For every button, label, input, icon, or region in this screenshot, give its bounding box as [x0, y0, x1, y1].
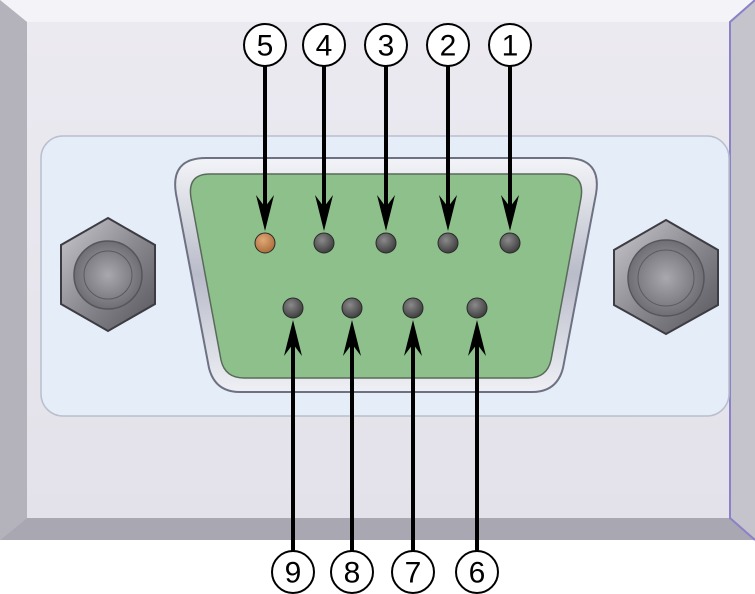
pin-number-text: 2 [440, 30, 457, 63]
pointer-arrow-top-1 [315, 66, 333, 231]
pin-top-2 [375, 232, 397, 254]
pin-number-label-bottom-3: 6 [455, 550, 499, 594]
left-hex-standoff [60, 216, 156, 333]
pointer-arrow-top-4 [501, 66, 519, 231]
pointer-arrow-bottom-2 [404, 320, 422, 551]
pin-number-text: 5 [257, 30, 274, 63]
pointer-arrow-top-0 [256, 66, 274, 231]
pin-number-label-top-4: 1 [488, 23, 532, 67]
pin-bottom-3 [466, 297, 488, 319]
pointer-arrow-bottom-1 [343, 320, 361, 551]
pin-number-label-top-3: 2 [426, 23, 470, 67]
pointer-arrow-bottom-0 [284, 320, 302, 551]
pin-bottom-2 [402, 297, 424, 319]
pin-bottom-1 [341, 297, 363, 319]
pin-number-label-top-1: 4 [302, 23, 346, 67]
pin-top-4 [499, 232, 521, 254]
right-hex-standoff [613, 218, 719, 336]
pin-number-label-bottom-2: 7 [391, 550, 435, 594]
pin-top-0 [254, 232, 276, 254]
pointer-arrow-bottom-3 [468, 320, 486, 551]
pin-top-1 [313, 232, 335, 254]
pin-number-text: 1 [502, 30, 519, 63]
pin-number-text: 9 [285, 557, 302, 590]
pin-number-text: 3 [378, 30, 395, 63]
pin-number-label-top-0: 5 [243, 23, 287, 67]
pin-top-3 [437, 232, 459, 254]
pin-bottom-0 [282, 297, 304, 319]
pin-number-text: 4 [316, 30, 333, 63]
pin-number-text: 8 [344, 557, 361, 590]
pin-number-text: 7 [405, 557, 422, 590]
pin-number-label-bottom-1: 8 [330, 550, 374, 594]
pin-number-label-top-2: 3 [364, 23, 408, 67]
pin-number-text: 6 [469, 557, 486, 590]
pointer-arrow-top-2 [377, 66, 395, 231]
pointer-arrow-top-3 [439, 66, 457, 231]
pin-number-label-bottom-0: 9 [271, 550, 315, 594]
d-sub-insulator [189, 173, 583, 379]
